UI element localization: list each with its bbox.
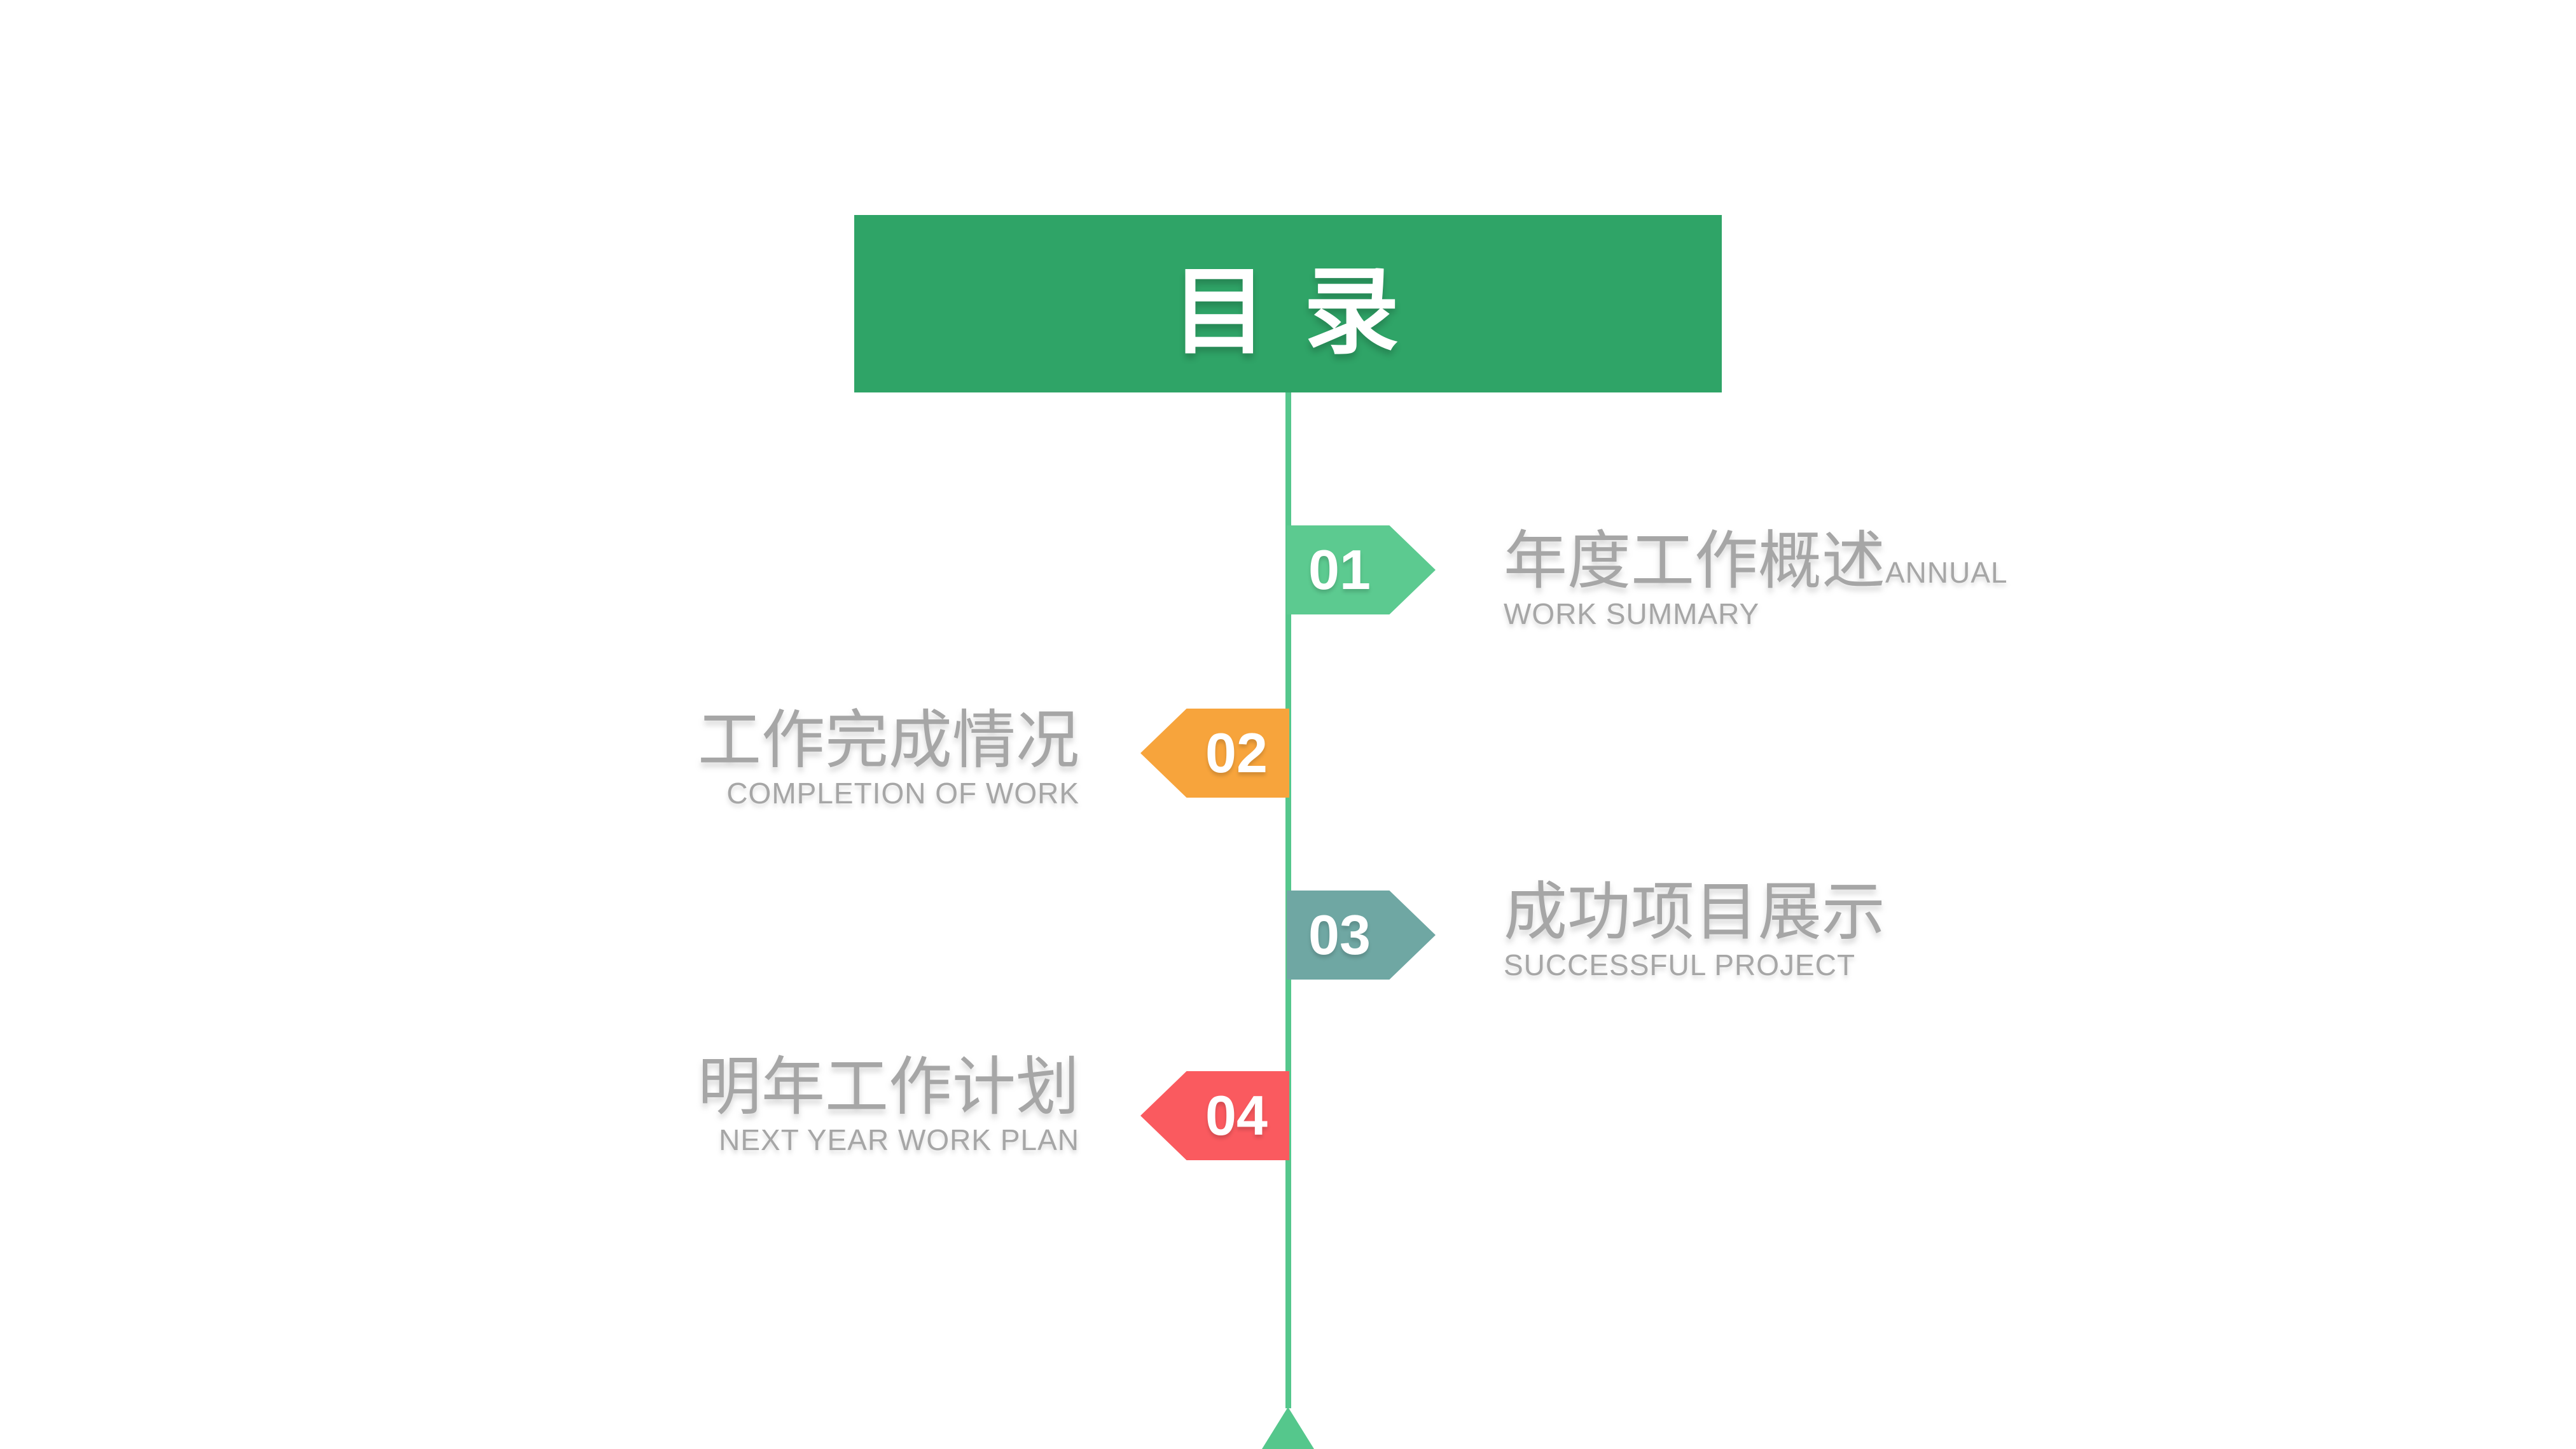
- toc-item-04-badge[interactable]: 04: [1140, 1071, 1289, 1160]
- toc-item-number: 01: [1308, 538, 1371, 601]
- toc-item-title: 明年工作计划: [698, 1051, 1079, 1123]
- toc-item-03-text[interactable]: 成功项目展示 SUCCESSFUL PROJECT: [1504, 878, 2041, 983]
- toc-item-number: 02: [1205, 721, 1268, 784]
- toc-item-02-badge[interactable]: 02: [1140, 709, 1289, 798]
- up-triangle-icon: [1262, 1407, 1314, 1449]
- toc-item-01-badge[interactable]: 01: [1287, 525, 1436, 614]
- toc-item-subtitle: NEXT YEAR WORK PLAN: [719, 1123, 1079, 1156]
- toc-item-subtitle: ANNUAL WORK SUMMARY: [1504, 556, 2007, 630]
- page-title: 目 录: [1172, 258, 1404, 365]
- toc-item-01-text[interactable]: 年度工作概述ANNUAL WORK SUMMARY: [1504, 527, 2041, 632]
- toc-item-number: 04: [1205, 1084, 1268, 1147]
- toc-header-banner: 目 录: [854, 215, 1722, 392]
- toc-item-title: 年度工作概述: [1504, 525, 1885, 597]
- toc-item-subtitle: SUCCESSFUL PROJECT: [1504, 948, 1856, 981]
- toc-item-number: 03: [1308, 903, 1371, 966]
- toc-item-title: 工作完成情况: [698, 705, 1079, 776]
- toc-item-title: 成功项目展示: [1504, 877, 1885, 948]
- toc-item-03-badge[interactable]: 03: [1287, 891, 1436, 980]
- toc-item-subtitle: COMPLETION OF WORK: [726, 777, 1079, 810]
